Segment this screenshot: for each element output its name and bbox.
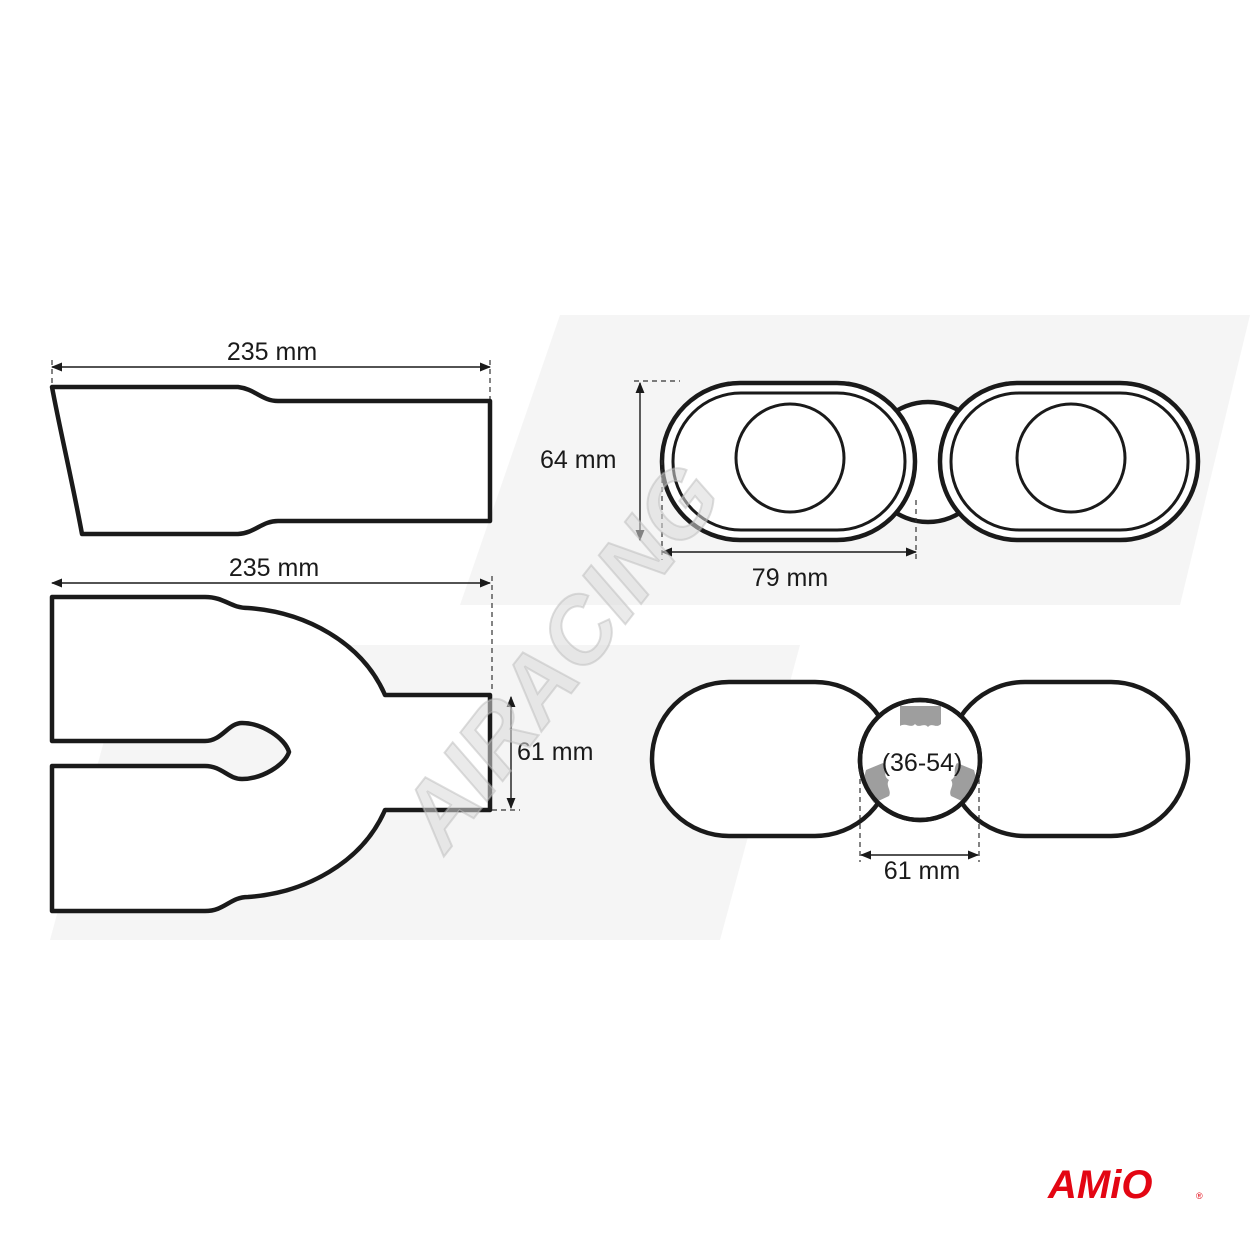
clamp-range-label: (36-54) [882, 749, 963, 777]
front-view: 64 mm 79 mm [540, 380, 1201, 592]
split-length-label: 235 mm [229, 554, 319, 582]
inlet-diameter-label: 61 mm [884, 857, 960, 885]
svg-text:®: ® [1196, 1191, 1203, 1201]
svg-text:AMiO: AMiO [1047, 1163, 1152, 1207]
rear-view: (36-54) 61 mm [649, 679, 1191, 885]
split-view: 235 mm 61 mm [49, 554, 593, 914]
amio-logo: AMiO ® [1047, 1163, 1203, 1207]
side-length-label: 235 mm [227, 338, 317, 366]
split-outlet-height-label: 61 mm [517, 738, 593, 766]
front-width-label: 79 mm [752, 564, 828, 592]
side-view: 235 mm [49, 338, 493, 537]
front-height-label: 64 mm [540, 446, 616, 474]
